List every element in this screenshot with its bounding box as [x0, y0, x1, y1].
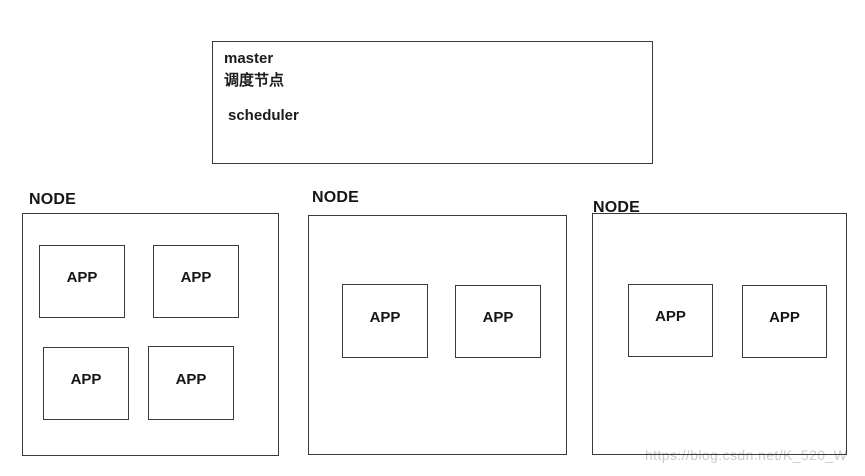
master-label: master — [224, 50, 274, 67]
app-box: APP — [342, 284, 428, 358]
node-3-label: NODE — [593, 199, 641, 216]
node-2-box: APP APP — [308, 215, 567, 455]
node-1-label: NODE — [29, 191, 77, 208]
app-box: APP — [39, 245, 125, 318]
app-box: APP — [628, 284, 713, 357]
node-2-label: NODE — [312, 189, 360, 206]
scheduler-node-label-cn: 调度节点 — [224, 72, 285, 89]
app-box: APP — [43, 347, 129, 420]
app-box: APP — [455, 285, 541, 358]
node-1-box: APP APP APP APP — [22, 213, 279, 456]
scheduler-label: scheduler — [228, 107, 299, 124]
watermark: https://blog.csdn.net/K_520_W — [645, 447, 848, 463]
app-box: APP — [153, 245, 239, 318]
app-box: APP — [148, 346, 234, 420]
node-3-box: APP APP — [592, 213, 847, 455]
app-box: APP — [742, 285, 827, 358]
master-scheduler-box: master 调度节点 scheduler — [212, 41, 653, 164]
